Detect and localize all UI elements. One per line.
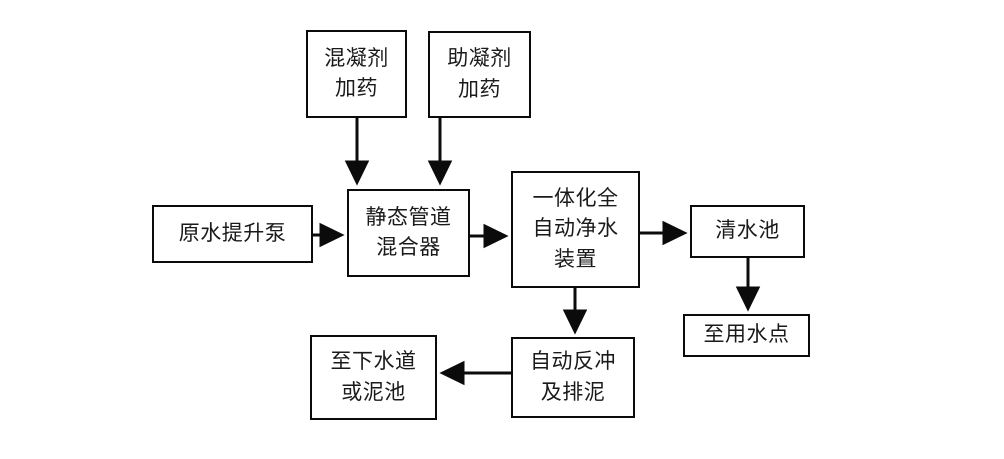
node-label-line: 至下水道 (330, 350, 417, 374)
node-label-line: 加药 (458, 77, 501, 101)
node-label-line: 或泥池 (341, 380, 406, 404)
node-label-line: 装置 (554, 247, 597, 271)
to-sewer-or-sludge-pit-box[interactable]: 至下水道或泥池 (310, 335, 437, 420)
static-pipe-mixer-box[interactable]: 静态管道混合器 (347, 189, 470, 277)
to-point-of-use-box[interactable]: 至用水点 (683, 314, 810, 357)
coagulant-dosing-box[interactable]: 混凝剂加药 (306, 30, 407, 118)
raw-water-pump-box[interactable]: 原水提升泵 (152, 205, 313, 263)
node-label-line: 混合器 (376, 236, 441, 259)
node-label-line: 原水提升泵 (178, 221, 287, 245)
node-label-line: 混凝剂 (324, 46, 389, 70)
node-label-line: 及排泥 (540, 380, 606, 404)
node-label-line: 自动反冲 (530, 350, 616, 374)
node-label-line: 助凝剂 (447, 47, 512, 71)
integrated-auto-water-purification-unit-box[interactable]: 一体化全自动净水装置 (511, 171, 640, 288)
auto-backwash-and-sludge-discharge-box[interactable]: 自动反冲及排泥 (511, 337, 635, 418)
node-label-line: 一体化全 (532, 186, 619, 210)
node-label-line: 自动净水 (532, 217, 619, 241)
node-label-line: 至用水点 (703, 323, 790, 347)
node-label-line: 清水池 (715, 219, 780, 243)
node-label-line: 静态管道 (365, 205, 452, 229)
node-label-line: 加药 (335, 77, 378, 100)
flocculant-dosing-box[interactable]: 助凝剂加药 (428, 31, 531, 118)
clear-water-tank-box[interactable]: 清水池 (690, 205, 805, 258)
